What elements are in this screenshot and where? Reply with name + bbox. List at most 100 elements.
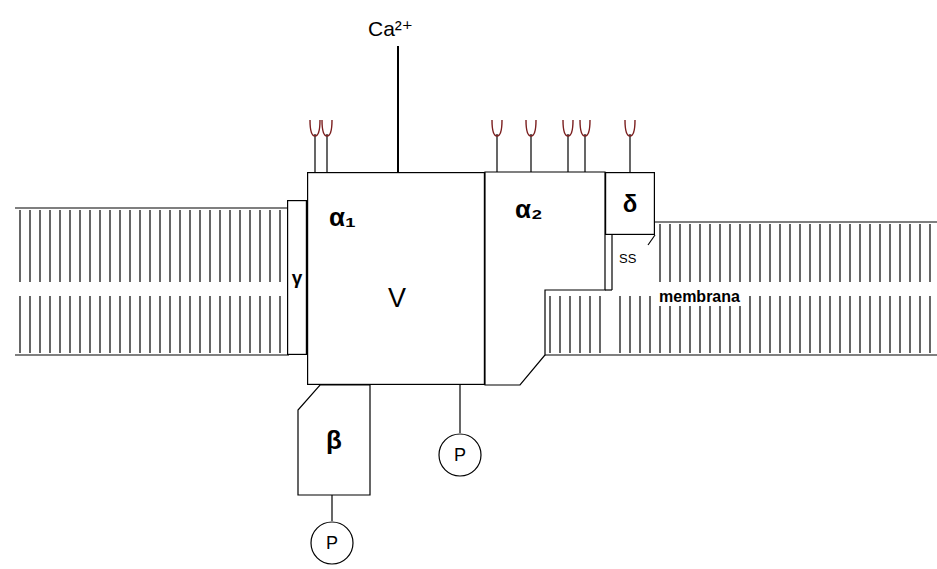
lipid-tick (779, 296, 780, 353)
lipid-tick (859, 296, 860, 353)
lipid-tick (789, 296, 790, 353)
lipid-tick (859, 224, 860, 282)
subunit-border (288, 201, 307, 355)
lipid-tick (799, 224, 800, 282)
lipid-tick (149, 296, 150, 353)
subunit-label: α₁ (329, 204, 356, 230)
lipid-tick (169, 210, 170, 282)
lipid-tick (899, 296, 900, 353)
lipid-tick (49, 296, 50, 353)
lipid-tick (69, 296, 70, 353)
lipid-tick (849, 296, 850, 353)
lipid-tick (89, 210, 90, 282)
lipid-tick (269, 296, 270, 353)
lipid-tick (139, 296, 140, 353)
lipid-tick (749, 296, 750, 353)
lipid-tick (759, 296, 760, 353)
subunit-border (606, 173, 655, 235)
disulfide-region (605, 235, 655, 290)
lipid-tick (589, 296, 590, 353)
sugar-chain (526, 120, 536, 172)
lipid-tick (899, 224, 900, 282)
lipid-tick (239, 210, 240, 282)
phosphorylation-link (331, 495, 332, 521)
lipid-tick (259, 296, 260, 353)
sugar-fork (492, 120, 502, 136)
lipid-tick (159, 210, 160, 282)
lipid-tick (769, 224, 770, 282)
lipid-tick (909, 224, 910, 282)
subunit-border (298, 385, 370, 495)
lipid-tick (49, 210, 50, 282)
subunit-label: P (454, 446, 466, 464)
lipid-tick (159, 296, 160, 353)
lipid-tick (149, 210, 150, 282)
lipid-tick (129, 296, 130, 353)
lipid-tick (649, 296, 650, 353)
subunit-border (308, 173, 485, 385)
sugar-chain (310, 120, 320, 172)
lipid-tick (909, 296, 910, 353)
lipid-tick (579, 296, 580, 353)
lipid-tick (239, 296, 240, 353)
lipid-tick (39, 210, 40, 282)
lipid-tick (99, 296, 100, 353)
alpha1-subunit: α₁ (307, 172, 485, 385)
lipid-tick (269, 210, 270, 282)
lipid-tick (659, 224, 660, 282)
subunit-label: P (326, 534, 338, 552)
lipid-tick (209, 210, 210, 282)
lipid-tick (219, 296, 220, 353)
lipid-tick (879, 296, 880, 353)
lipid-tick (279, 210, 280, 282)
subunit-label: δ (623, 192, 638, 216)
lipid-tick (919, 296, 920, 353)
sugar-chain (625, 120, 635, 172)
disulfide-label: SS (619, 252, 636, 265)
lipid-tick (189, 210, 190, 282)
lipid-tick (179, 296, 180, 353)
lipid-tick (59, 296, 60, 353)
sugar-chain (580, 120, 590, 172)
lipid-tick (779, 224, 780, 282)
lipid-tick (769, 296, 770, 353)
lipid-tick (119, 210, 120, 282)
lipid-tick (839, 296, 840, 353)
sugar-stem (629, 134, 630, 172)
alpha2-subunit: α₂ (485, 172, 605, 385)
lipid-tick (889, 224, 890, 282)
lipid-tick (129, 210, 130, 282)
lipid-tick (809, 224, 810, 282)
lipid-tick (109, 296, 110, 353)
sugar-chain (563, 120, 573, 172)
sugar-chain (492, 120, 502, 172)
lipid-tick (819, 224, 820, 282)
lipid-tick (869, 296, 870, 353)
sugar-stem (326, 134, 327, 172)
lipid-tick (679, 224, 680, 282)
lipid-tick (719, 224, 720, 282)
lipid-tick (139, 210, 140, 282)
lipid-tick (829, 224, 830, 282)
lipid-tick (19, 210, 20, 282)
lipid-tick (179, 210, 180, 282)
sugar-fork (563, 120, 573, 136)
lipid-tick (879, 224, 880, 282)
lipid-tick (79, 296, 80, 353)
lipid-tick (919, 224, 920, 282)
lipid-tick (799, 296, 800, 353)
lipid-tick (599, 296, 600, 353)
delta-subunit: δ (605, 172, 655, 235)
lipid-tick (829, 296, 830, 353)
lipid-tick (849, 224, 850, 282)
sugar-stem (530, 134, 531, 172)
sugar-stem (496, 134, 497, 172)
glycosylation-symbols (310, 120, 635, 172)
lipid-tick (169, 296, 170, 353)
sugar-fork (526, 120, 536, 136)
lipid-tick (689, 224, 690, 282)
lipid-tick (39, 296, 40, 353)
lipid-tick (639, 296, 640, 353)
lipid-tick (229, 210, 230, 282)
